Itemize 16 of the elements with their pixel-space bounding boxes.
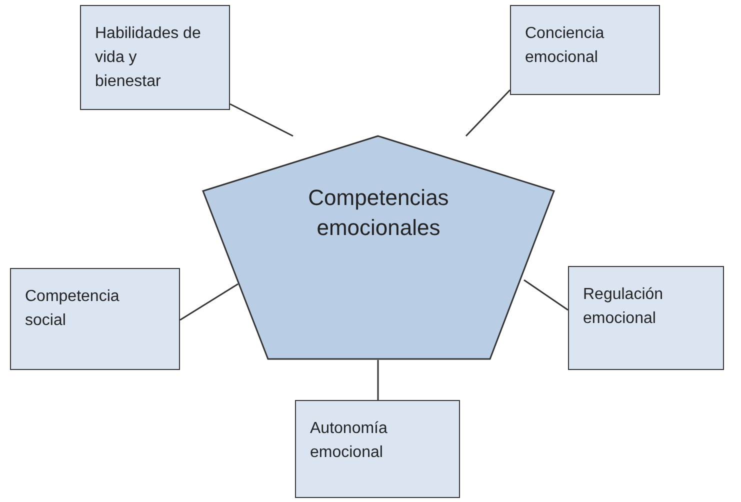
connector-line xyxy=(524,279,568,311)
concept-box xyxy=(295,400,460,498)
box-text: Conciencia emocional xyxy=(525,24,606,68)
box-text: Habilidades de vida y bienestar xyxy=(95,24,202,92)
concept-box xyxy=(510,5,660,95)
concept-box xyxy=(10,268,180,370)
connector-line xyxy=(465,89,511,137)
connector-line xyxy=(377,360,379,400)
concept-box xyxy=(568,266,724,370)
connector-line xyxy=(180,283,238,321)
box-text: Autonomía emocional xyxy=(310,419,388,463)
connector-line xyxy=(230,103,294,137)
node-text: Competencias emocionales xyxy=(307,184,450,242)
box-text: Regulación emocional xyxy=(583,285,664,329)
concept-box xyxy=(80,5,230,110)
box-text: Competencia social xyxy=(25,287,120,331)
